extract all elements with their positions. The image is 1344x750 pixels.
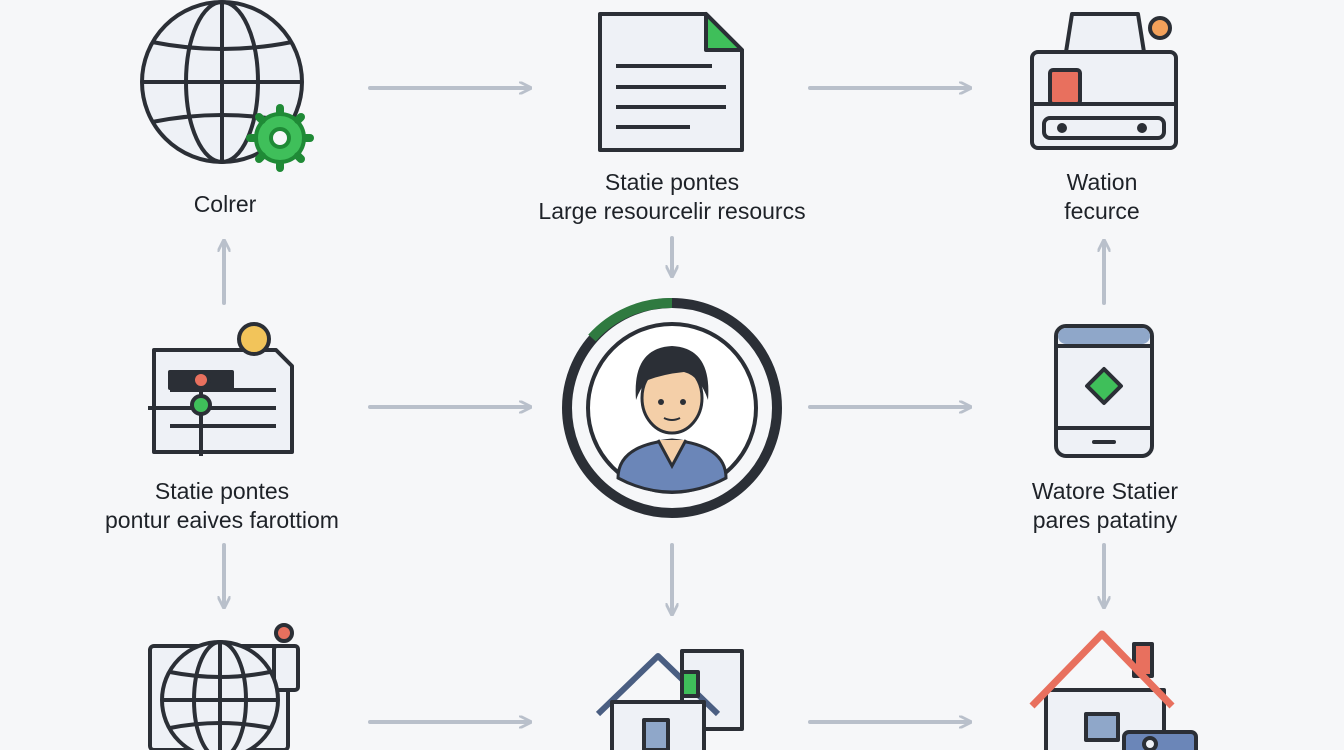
- label-globe-gear-text: Colrer: [193, 191, 257, 217]
- label-mobile-device-line1: Watore Statier: [1031, 478, 1179, 504]
- label-document-line2: Large resourcelir resourcs: [538, 198, 806, 224]
- label-globe-gear: Colrer: [125, 190, 325, 219]
- document-icon: [598, 12, 744, 152]
- globe-window-icon: [148, 623, 300, 750]
- label-server-line2: fecurce: [1064, 198, 1140, 224]
- mobile-device-icon: [1054, 324, 1154, 458]
- server-icon: [1030, 12, 1178, 150]
- label-server-line1: Wation: [1066, 169, 1138, 195]
- label-mobile-device-line2: pares patatiny: [1032, 507, 1178, 533]
- label-server: Wation fecurce: [1002, 168, 1202, 226]
- arrows: [224, 88, 1104, 722]
- label-browser-window: Statie pontes pontur eaives farottiom: [62, 477, 382, 535]
- home-document-icon: [595, 649, 744, 750]
- home-red-icon: [1029, 630, 1198, 750]
- globe-gear-icon: [140, 0, 314, 172]
- label-mobile-device: Watore Statier pares patatiny: [985, 477, 1225, 535]
- label-browser-window-line1: Statie pontes: [154, 478, 290, 504]
- user-avatar-icon: [562, 297, 782, 518]
- label-document: Statie pontes Large resourcelir resourcs: [472, 168, 872, 226]
- gear-icon: [246, 104, 314, 172]
- label-document-line1: Statie pontes: [604, 169, 740, 195]
- label-browser-window-line2: pontur eaives farottiom: [105, 507, 339, 533]
- browser-window-icon: [148, 322, 294, 456]
